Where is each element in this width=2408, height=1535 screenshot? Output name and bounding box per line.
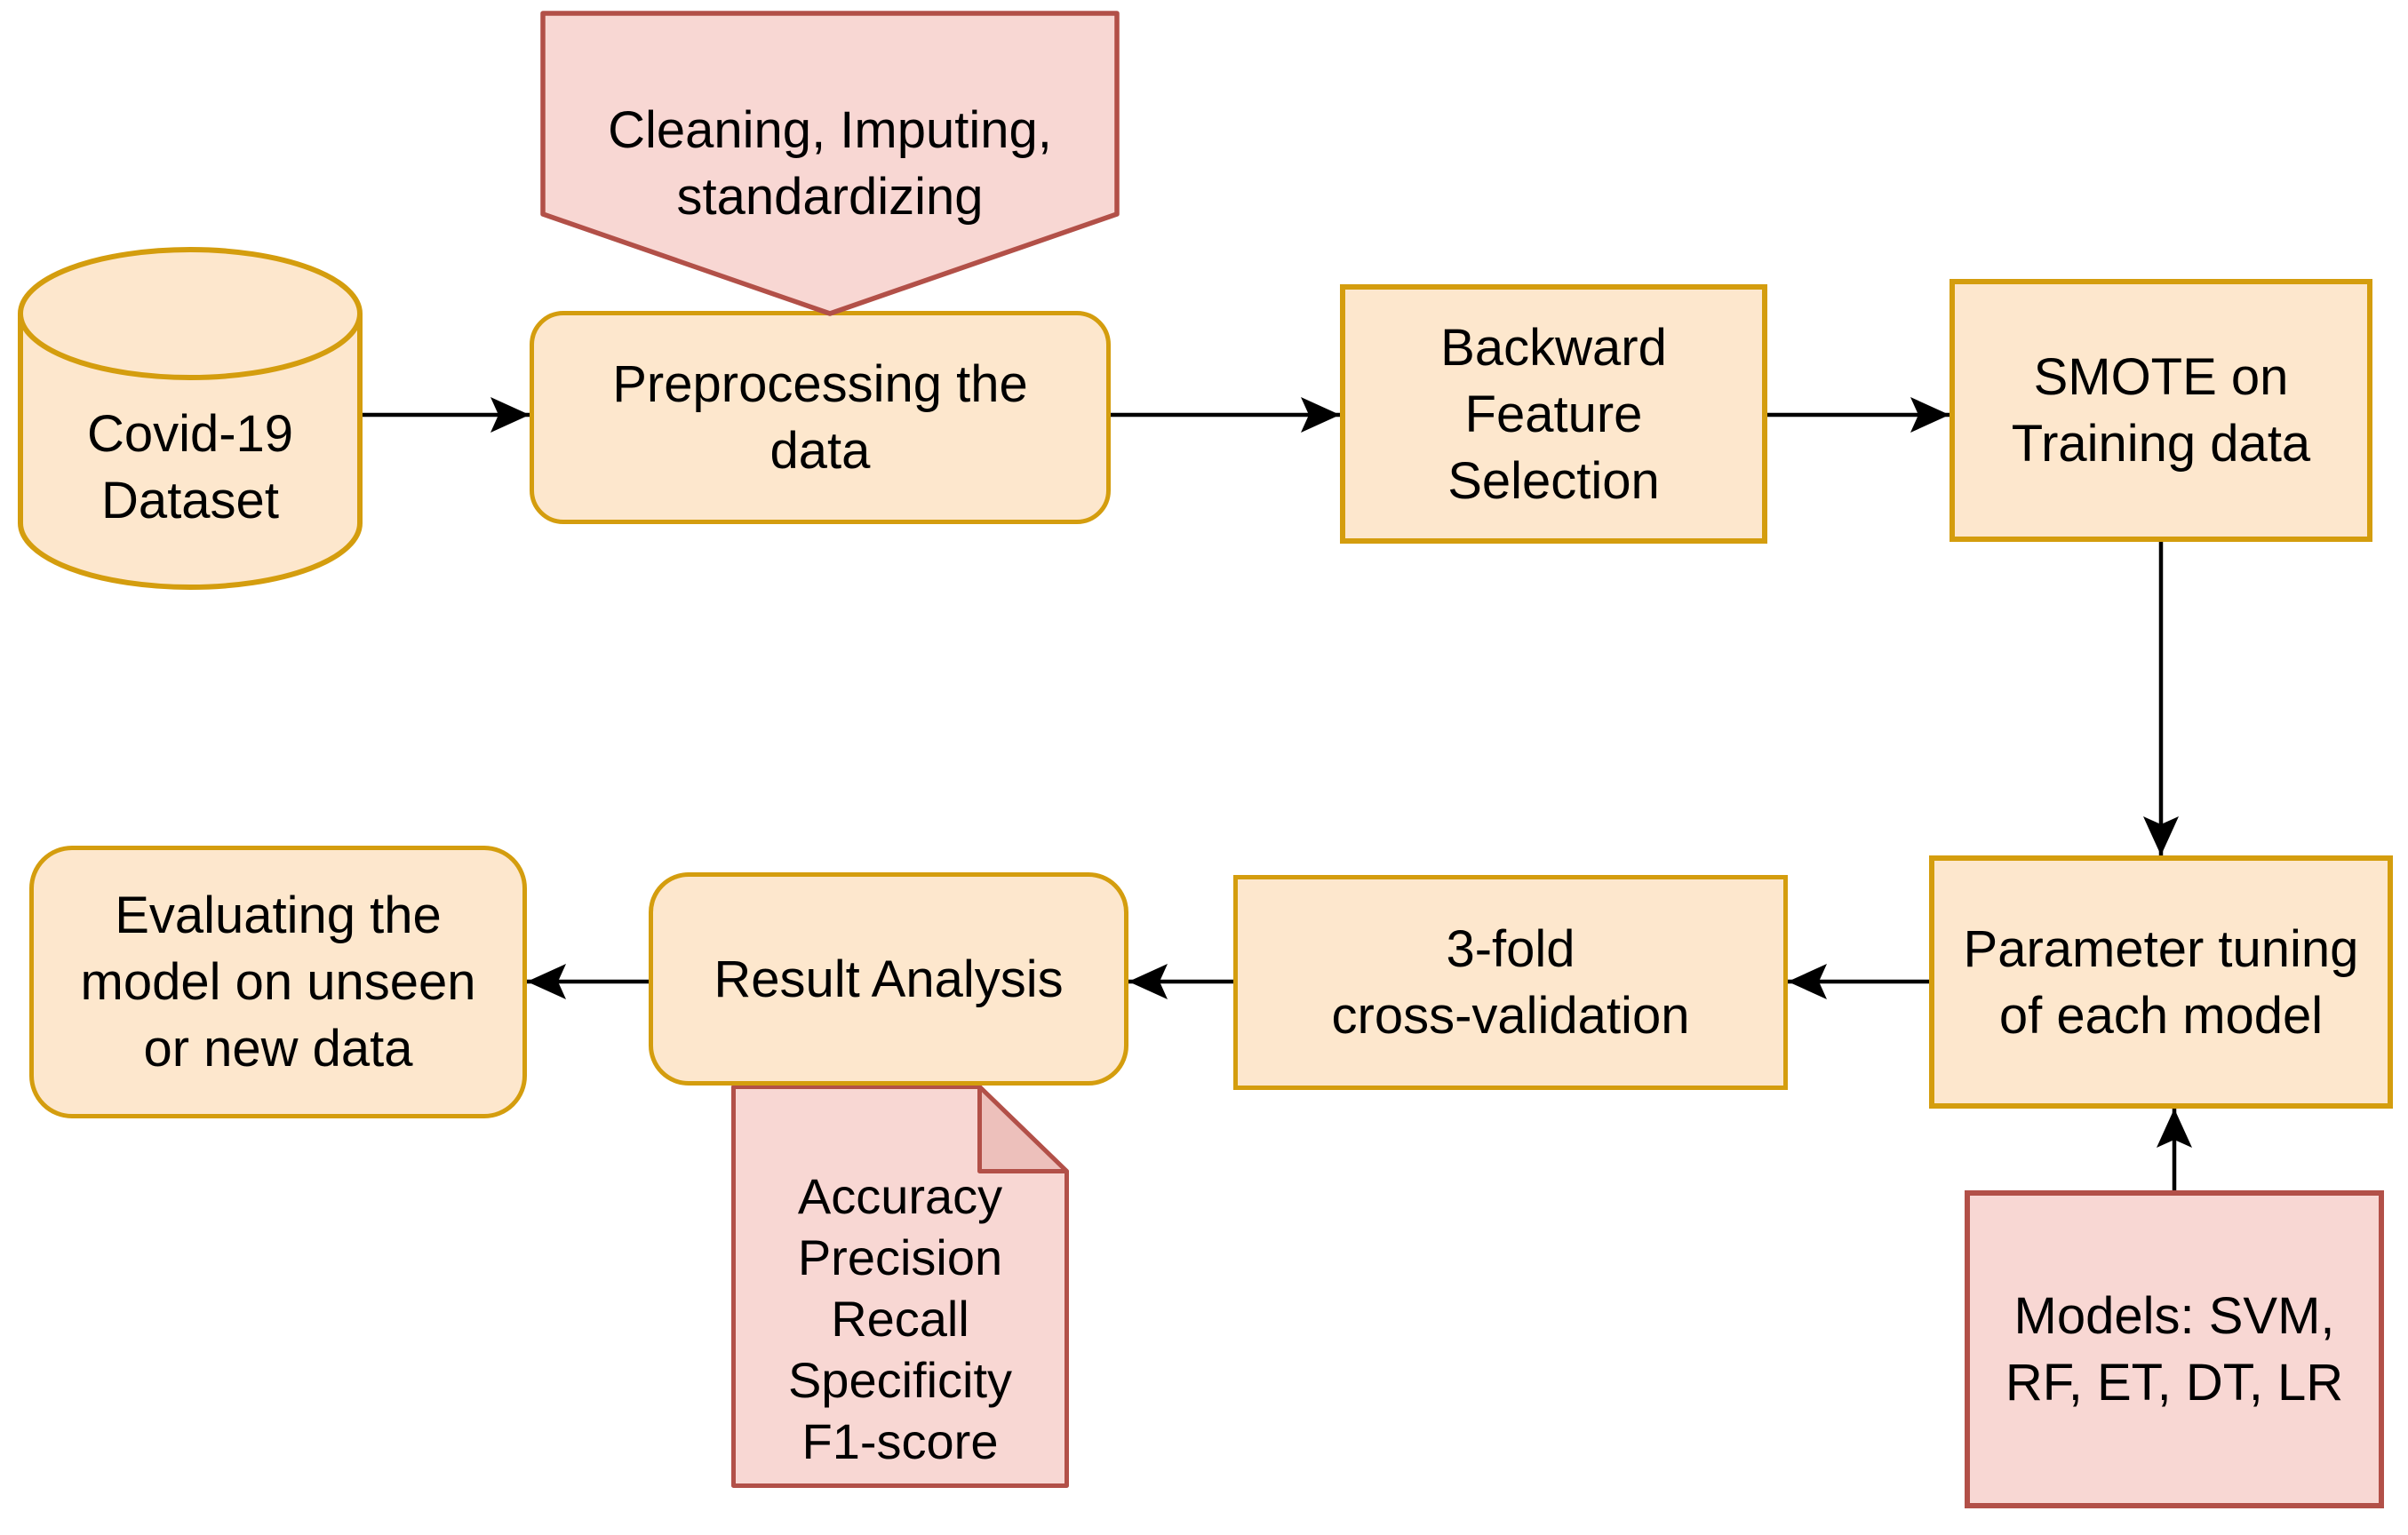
label-line: Dataset	[101, 472, 279, 529]
node-cleaning-banner: Cleaning, Imputing, standardizing	[540, 11, 1120, 316]
node-models-list: Models: SVM, RF, ET, DT, LR	[1965, 1190, 2384, 1508]
node-dataset: Covid-19 Dataset	[18, 247, 363, 590]
label-line: SMOTE on	[2033, 348, 2289, 406]
label-line: Specificity	[787, 1351, 1013, 1408]
note-fold-corner	[977, 1085, 1069, 1173]
label-line: F1-score	[801, 1412, 999, 1469]
label-line: model on unseen	[80, 953, 476, 1011]
label-line: Preprocessing the	[612, 355, 1028, 413]
label-line: Training data	[2011, 415, 2311, 473]
node-cross-validation: 3-fold cross-validation	[1233, 875, 1788, 1090]
label-line: Cleaning, Imputing,	[608, 101, 1052, 159]
label-line: standardizing	[676, 168, 984, 226]
node-preprocessing: Preprocessing the data	[530, 311, 1111, 524]
label-line: Covid-19	[86, 405, 294, 463]
node-result-analysis: Result Analysis	[649, 872, 1128, 1086]
label-line: cross-validation	[1331, 987, 1690, 1045]
cleaning-banner-shape	[540, 11, 1120, 316]
node-backward-feature-selection: Backward Feature Selection	[1340, 284, 1767, 544]
label-line: Recall	[831, 1290, 969, 1347]
label-line: Feature	[1464, 385, 1643, 443]
label-line: Selection	[1447, 451, 1660, 510]
label-line: Parameter tuning	[1963, 919, 2359, 978]
label-line: Backward	[1440, 318, 1667, 377]
metrics-note-shape	[731, 1085, 1069, 1488]
node-parameter-tuning: Parameter tuning of each model	[1929, 855, 2393, 1109]
dataset-cylinder-shape	[18, 247, 363, 590]
node-smote: SMOTE on Training data	[1950, 279, 2372, 542]
node-metrics-note: Accuracy Precision Recall Specificity F1…	[731, 1085, 1069, 1488]
label-line: RF, ET, DT, LR	[2005, 1354, 2344, 1412]
node-evaluating: Evaluating the model on unseen or new da…	[29, 846, 527, 1118]
label-line: of each model	[1998, 986, 2324, 1045]
label-line: Evaluating the	[115, 887, 442, 944]
label-line: Precision	[797, 1229, 1003, 1285]
label-line: Result Analysis	[714, 950, 1064, 1008]
label-line: or new data	[143, 1020, 413, 1078]
label-line: 3-fold	[1446, 920, 1575, 978]
label-line: Models: SVM,	[2013, 1287, 2335, 1345]
label-line: data	[769, 422, 871, 480]
label-line: Accuracy	[797, 1167, 1003, 1224]
